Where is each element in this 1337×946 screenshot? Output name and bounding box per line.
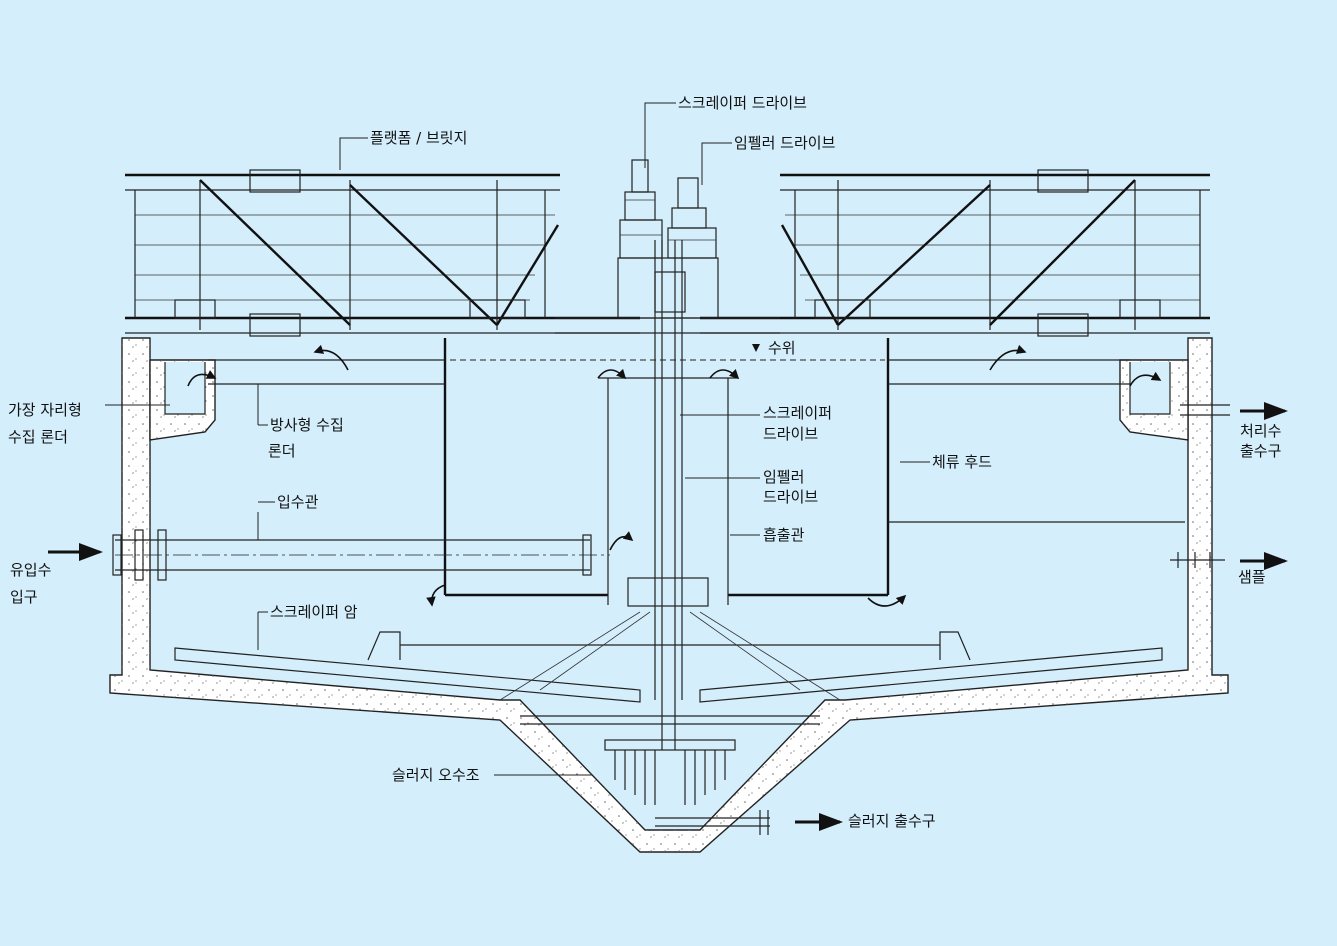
label-scraper-drive-mid-1: 스크레이퍼 bbox=[763, 404, 832, 422]
effluent-pipe bbox=[1180, 404, 1230, 416]
external-arrows bbox=[48, 402, 1288, 831]
label-baffle-hood: 체류 후드 bbox=[932, 453, 992, 471]
flow-arrows bbox=[187, 344, 1162, 607]
water-level-marker bbox=[752, 344, 760, 352]
draft-tube bbox=[598, 377, 738, 607]
label-sample: 샘플 bbox=[1238, 568, 1266, 586]
label-scraper-drive-mid-2: 드라이브 bbox=[763, 425, 818, 443]
sludge-outlet-pipe bbox=[655, 810, 770, 835]
center-platform bbox=[555, 257, 780, 334]
label-draft-tube: 흡출관 bbox=[763, 526, 805, 544]
impeller-drive-motor bbox=[667, 177, 717, 259]
label-effluent-2: 출수구 bbox=[1240, 442, 1281, 460]
label-impeller-drive-top: 임펠러 드라이브 bbox=[734, 134, 836, 152]
label-radial-launder-2: 론더 bbox=[268, 442, 296, 460]
label-platform-bridge: 플랫폼 / 브릿지 bbox=[370, 129, 467, 147]
label-inlet-pipe: 입수관 bbox=[277, 493, 319, 511]
right-bridge-truss bbox=[700, 169, 1210, 337]
label-impeller-drive-mid-1: 임펠러 bbox=[763, 468, 804, 486]
baffle-hood bbox=[208, 338, 1130, 597]
left-bridge-truss bbox=[125, 169, 640, 337]
scraper-drive-motor bbox=[619, 159, 663, 259]
label-inflow-1: 유입수 bbox=[10, 561, 51, 579]
sample-pipe bbox=[1170, 552, 1225, 568]
label-inflow-2: 입구 bbox=[10, 588, 38, 606]
label-sludge-outlet: 슬러지 출수구 bbox=[848, 812, 936, 830]
label-radial-launder-1: 방사형 수집 bbox=[270, 416, 344, 434]
center-shaft bbox=[654, 240, 683, 750]
label-scraper-drive-top: 스크레이퍼 드라이브 bbox=[678, 94, 807, 112]
label-peripheral-launder-2: 수집 론더 bbox=[8, 428, 68, 446]
label-impeller-drive-mid-2: 드라이브 bbox=[763, 488, 818, 506]
sludge-rake bbox=[520, 715, 820, 805]
concrete-tank bbox=[109, 337, 1229, 853]
label-peripheral-launder-1: 가장 자리형 bbox=[8, 401, 82, 419]
label-effluent-1: 처리수 bbox=[1240, 422, 1281, 440]
label-scraper-arm: 스크레이퍼 암 bbox=[270, 603, 358, 621]
label-sludge-sump: 슬러지 오수조 bbox=[392, 766, 480, 784]
label-water-level: 수위 bbox=[768, 339, 796, 357]
diagram-labels: 스크레이퍼 드라이브 임펠러 드라이브 플랫폼 / 브릿지 수위 가장 자리형 … bbox=[8, 94, 1281, 830]
scraper-arm bbox=[174, 611, 1163, 703]
inlet-pipe bbox=[112, 529, 610, 581]
leader-lines bbox=[105, 102, 930, 776]
